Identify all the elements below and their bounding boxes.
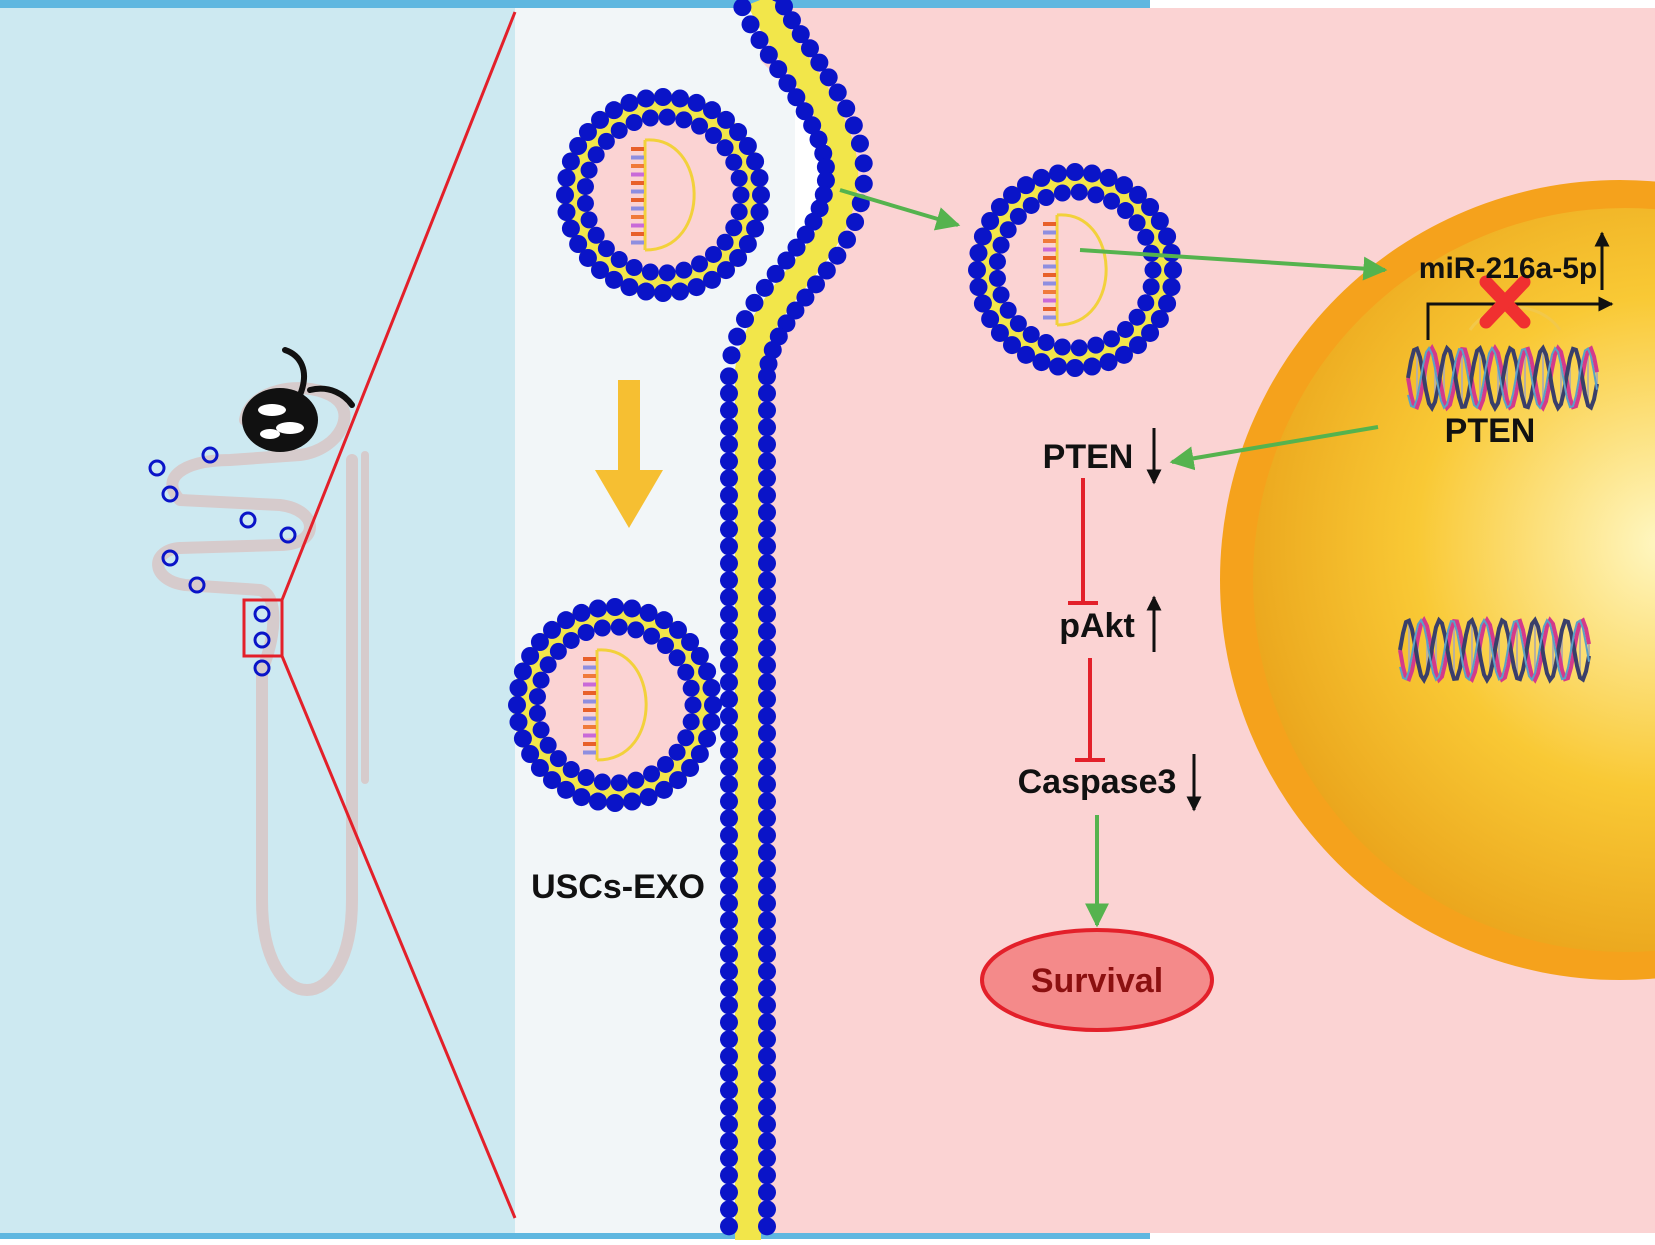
zoom-line-top xyxy=(280,11,517,601)
small-vesicle-icon xyxy=(188,576,206,594)
pten-expression-arrow xyxy=(1169,425,1379,471)
survival-label: Survival xyxy=(1031,962,1163,1000)
small-vesicle-icon xyxy=(279,526,297,544)
pten-label: PTEN xyxy=(1043,438,1134,476)
nephron-vesicles xyxy=(148,446,297,677)
pten-gene-label: PTEN xyxy=(1445,412,1536,450)
glomerulus-icon xyxy=(242,347,355,452)
dna-helix-icon xyxy=(1406,344,1599,412)
secretion-arrow xyxy=(595,380,663,528)
bottom-border xyxy=(0,1233,1150,1239)
exosome-label: USCs-EXO xyxy=(531,868,705,906)
small-vesicle-icon xyxy=(253,659,271,677)
block-x-icon xyxy=(1479,275,1531,329)
survival-ellipse xyxy=(980,928,1214,1032)
zoom-region-box xyxy=(242,598,284,658)
exosomes-layer xyxy=(508,88,1182,812)
exosome-vesicle-icon xyxy=(968,163,1182,377)
small-vesicle-icon xyxy=(161,485,179,503)
small-vesicle-icon xyxy=(253,605,271,623)
pakt-inhibits-caspase xyxy=(1075,658,1105,762)
uptake-arrow xyxy=(839,188,961,231)
plasma-membrane xyxy=(720,0,873,1240)
top-border xyxy=(0,0,1150,8)
promoter-arrow xyxy=(1426,296,1614,340)
small-vesicle-icon xyxy=(161,549,179,567)
small-vesicle-icon xyxy=(148,459,166,477)
dna-helix-icon xyxy=(1398,616,1591,684)
pakt-label: pAkt xyxy=(1059,607,1135,645)
small-vesicle-icon xyxy=(201,446,219,464)
exosome-vesicle-icon xyxy=(556,88,770,302)
exosome-vesicle-icon xyxy=(508,598,722,812)
zoom-line-bottom xyxy=(280,655,517,1219)
caspase-label: Caspase3 xyxy=(1018,763,1177,801)
small-vesicle-icon xyxy=(239,511,257,529)
pten-inhibits-pakt xyxy=(1068,478,1098,605)
small-vesicle-icon xyxy=(253,631,271,649)
mirna-label: miR-216a-5p xyxy=(1419,252,1597,285)
mirna-delivery-arrow xyxy=(1079,248,1388,281)
kidney-nephron-icon xyxy=(152,382,369,996)
